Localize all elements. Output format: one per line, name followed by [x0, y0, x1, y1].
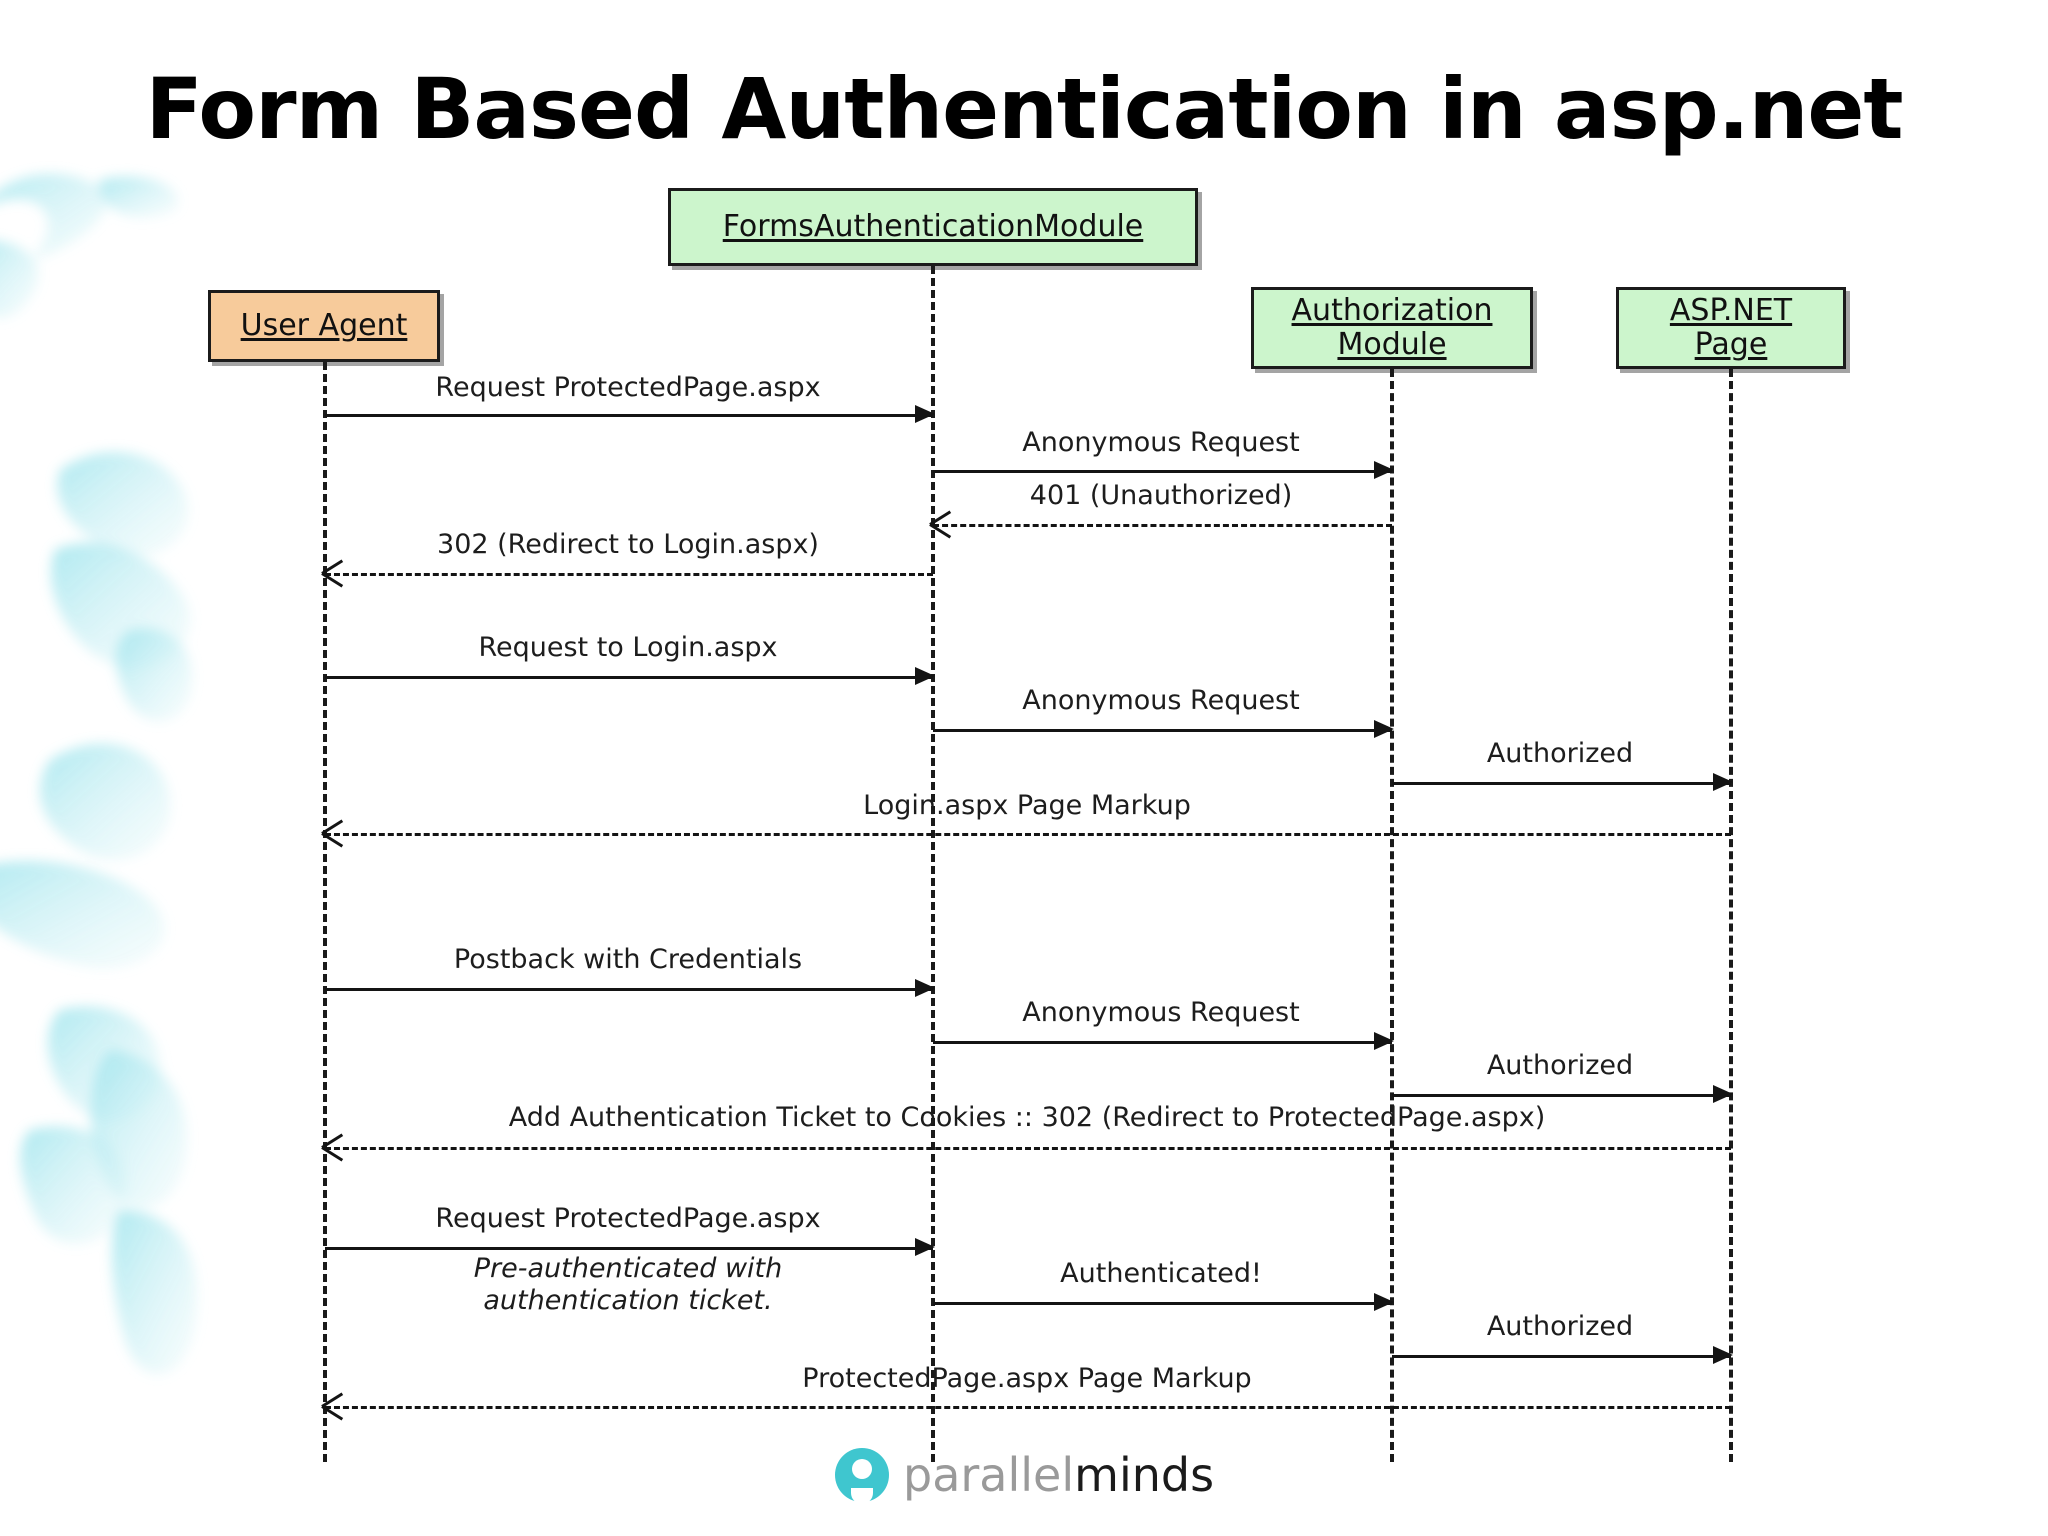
message-label-1: Request ProtectedPage.aspx — [435, 372, 821, 403]
page-title: Form Based Authentication in asp.net — [145, 60, 1903, 158]
participant-label-line1: ASP.NET — [1669, 293, 1793, 329]
participant-label-line1: Authorization — [1291, 293, 1493, 329]
participant-label-line2: Module — [1337, 327, 1447, 362]
message-label-4: 302 (Redirect to Login.aspx) — [437, 529, 819, 560]
participant-label: User Agent — [240, 308, 408, 344]
message-label-15: Authenticated! — [1060, 1258, 1262, 1289]
message-label-11: Authorized — [1486, 1050, 1634, 1081]
participant-user-agent[interactable]: User Agent — [208, 290, 440, 362]
message-label-17: ProtectedPage.aspx Page Markup — [802, 1363, 1252, 1394]
logo-wordmark: parallelminds — [903, 1452, 1214, 1498]
message-note-14: Pre-authenticated with authentication ti… — [473, 1253, 783, 1317]
message-label-12: Add Authentication Ticket to Cookies :: … — [508, 1102, 1546, 1133]
message-label-13: Request ProtectedPage.aspx — [435, 1203, 821, 1234]
lifeline-user-agent — [323, 362, 327, 1462]
lifeline-authorization-module — [1390, 369, 1394, 1462]
message-label-3: 401 (Unauthorized) — [1029, 480, 1293, 511]
message-label-8: Login.aspx Page Markup — [863, 790, 1191, 821]
logo-word-secondary: minds — [1074, 1448, 1215, 1502]
participant-aspnet-page[interactable]: ASP.NET Page — [1616, 287, 1846, 369]
message-label-6: Anonymous Request — [1022, 685, 1300, 716]
participant-authorization-module[interactable]: Authorization Module — [1251, 287, 1533, 369]
lifeline-aspnet-page — [1729, 369, 1733, 1462]
message-label-5: Request to Login.aspx — [478, 632, 778, 663]
message-label-9: Postback with Credentials — [453, 944, 803, 975]
message-label-16: Authorized — [1486, 1311, 1634, 1342]
parallelminds-mark-icon — [835, 1448, 889, 1502]
logo-word-primary: parallel — [903, 1448, 1075, 1502]
participant-label-line2: Page — [1694, 327, 1768, 362]
message-label-2: Anonymous Request — [1022, 427, 1300, 458]
participant-label: FormsAuthenticationModule — [722, 209, 1144, 245]
lifeline-forms-authentication-module — [931, 266, 935, 1462]
message-label-10: Anonymous Request — [1022, 997, 1300, 1028]
participant-forms-authentication-module[interactable]: FormsAuthenticationModule — [668, 188, 1198, 266]
message-label-7: Authorized — [1486, 738, 1634, 769]
parallelminds-logo: parallelminds — [835, 1448, 1214, 1502]
